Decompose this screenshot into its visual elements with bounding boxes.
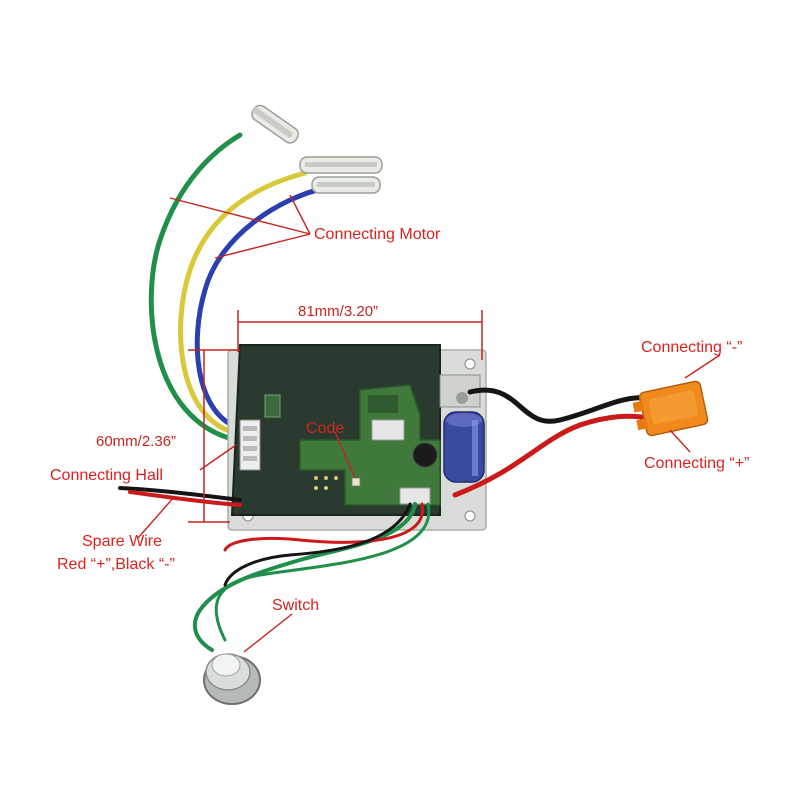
spare-wires (118, 486, 242, 507)
width-dimension-label: 81mm/3.20” (298, 303, 378, 320)
connecting-plus-label: Connecting “+” (644, 455, 749, 472)
connecting-minus-label: Connecting “-” (641, 339, 742, 356)
switch-red-wire (223, 502, 424, 552)
switch-wires (192, 502, 431, 652)
code-label: Code (306, 420, 344, 437)
switch-connector (399, 487, 431, 505)
yellow-motor-wire (178, 170, 308, 436)
annotation-leaders (137, 194, 721, 653)
width-dimension (237, 310, 483, 360)
switch-label: Switch (272, 597, 319, 614)
spare-wire-label: Spare Wire (82, 533, 162, 550)
black-power-wire (467, 387, 653, 424)
connecting-motor-label: Connecting Motor (314, 226, 441, 243)
power-wires (452, 387, 653, 498)
push-switch (203, 653, 261, 705)
motor-terminal-3 (311, 176, 381, 194)
daughter-board (299, 384, 441, 506)
motor-terminal-2 (299, 156, 383, 174)
height-dimension (188, 349, 240, 523)
switch-green-wire-2 (214, 502, 431, 642)
spare-red-wire (128, 490, 242, 507)
motor-wires (148, 132, 328, 443)
spare-wire-polarity-label: Red “+”,Black “-” (57, 556, 175, 573)
blue-motor-wire (194, 185, 328, 430)
white-connector (371, 419, 405, 441)
xt-connector (632, 380, 709, 437)
green-motor-wire (148, 132, 243, 443)
height-dimension-label: 60mm/2.36” (96, 433, 176, 450)
code-button (351, 477, 361, 487)
switch-black-wire (223, 502, 412, 587)
capacitor (443, 411, 485, 483)
spare-black-wire (118, 486, 242, 502)
motor-terminal-1 (251, 104, 299, 144)
switch-green-wire (192, 502, 417, 652)
connecting-hall-label: Connecting Hall (50, 467, 163, 484)
buzzer (412, 442, 438, 468)
red-power-wire (452, 413, 653, 498)
